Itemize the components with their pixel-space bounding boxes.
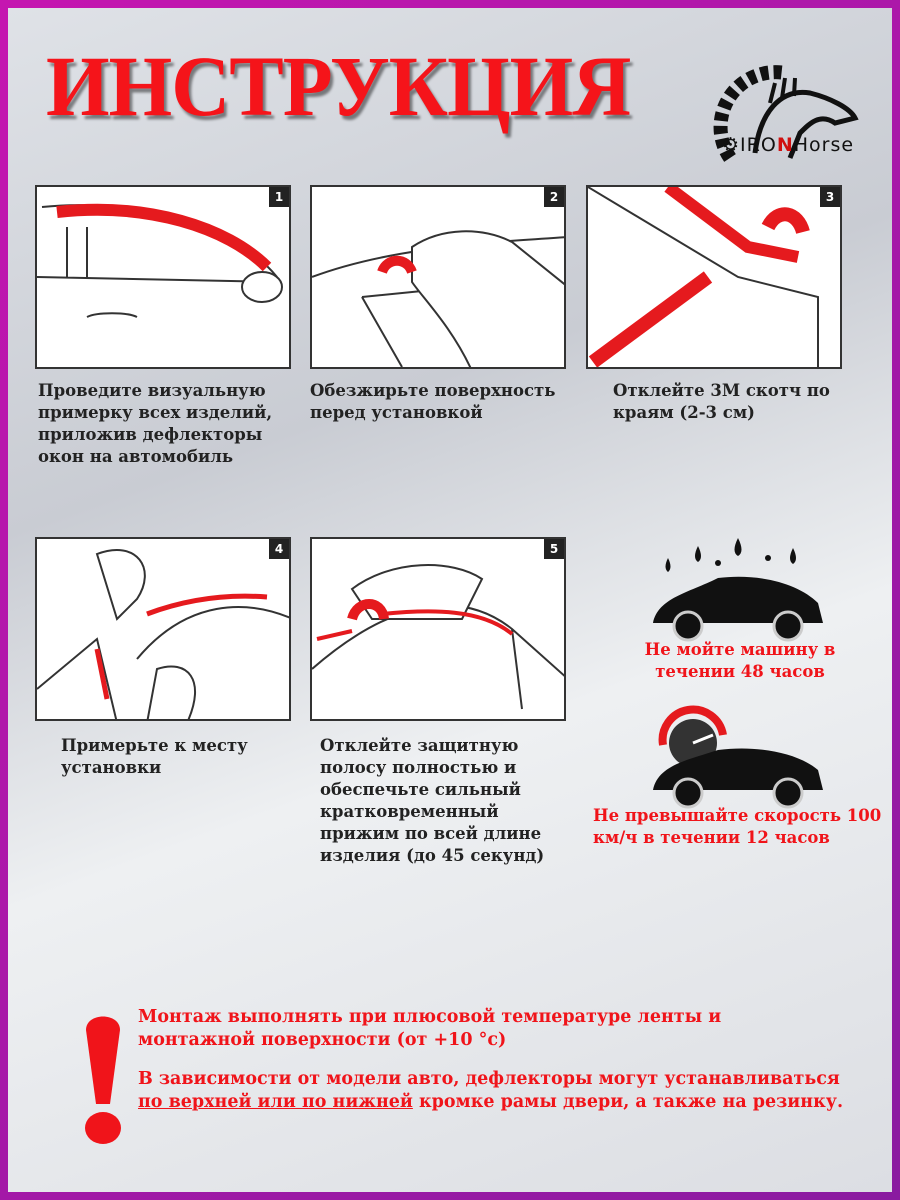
step-2-image: 2: [310, 185, 566, 369]
step-3-caption: Отклейте 3М скотч по краям (2-3 см): [613, 381, 830, 422]
step-3-image: 3: [586, 185, 842, 369]
step-2-caption: Обезжирьте поверхность перед установкой: [310, 381, 556, 422]
temperature-warning: Монтаж выполнять при плюсовой температур…: [138, 1007, 722, 1050]
page-title: ИНСТРУКЦИЯ: [46, 38, 631, 134]
step-number: 1: [269, 187, 289, 207]
step-number: 5: [544, 539, 564, 559]
step-4-caption: Примерьте к месту установки: [61, 736, 248, 777]
mounting-warning: В зависимости от модели авто, дефлекторы…: [138, 1069, 844, 1112]
step-number: 3: [820, 187, 840, 207]
step-1-caption: Проведите визуальную примерку всех издел…: [38, 381, 273, 466]
step-1-image: 1: [35, 185, 291, 369]
no-wash-note: Не мойте машину в течении 48 часов: [644, 640, 836, 681]
speed-limit-note: Не превышайте скорость 100 км/ч в течени…: [593, 806, 882, 847]
car-with-drops-icon: [653, 538, 823, 642]
logo-text: ⚙IRONHorse: [722, 134, 855, 156]
exclamation-icon: [85, 1016, 121, 1144]
instruction-sheet: ИНСТРУКЦИЯ ⚙IRONHorse 1 Проведите визуал…: [8, 8, 892, 1192]
step-5-caption: Отклейте защитную полосу полностью и обе…: [320, 736, 545, 865]
step-number: 2: [544, 187, 564, 207]
car-with-speedometer-icon: [653, 705, 823, 809]
step-4-image: 4: [35, 537, 291, 721]
ironhorse-logo-icon: [713, 65, 859, 162]
step-5-image: 5: [310, 537, 566, 721]
step-number: 4: [269, 539, 289, 559]
